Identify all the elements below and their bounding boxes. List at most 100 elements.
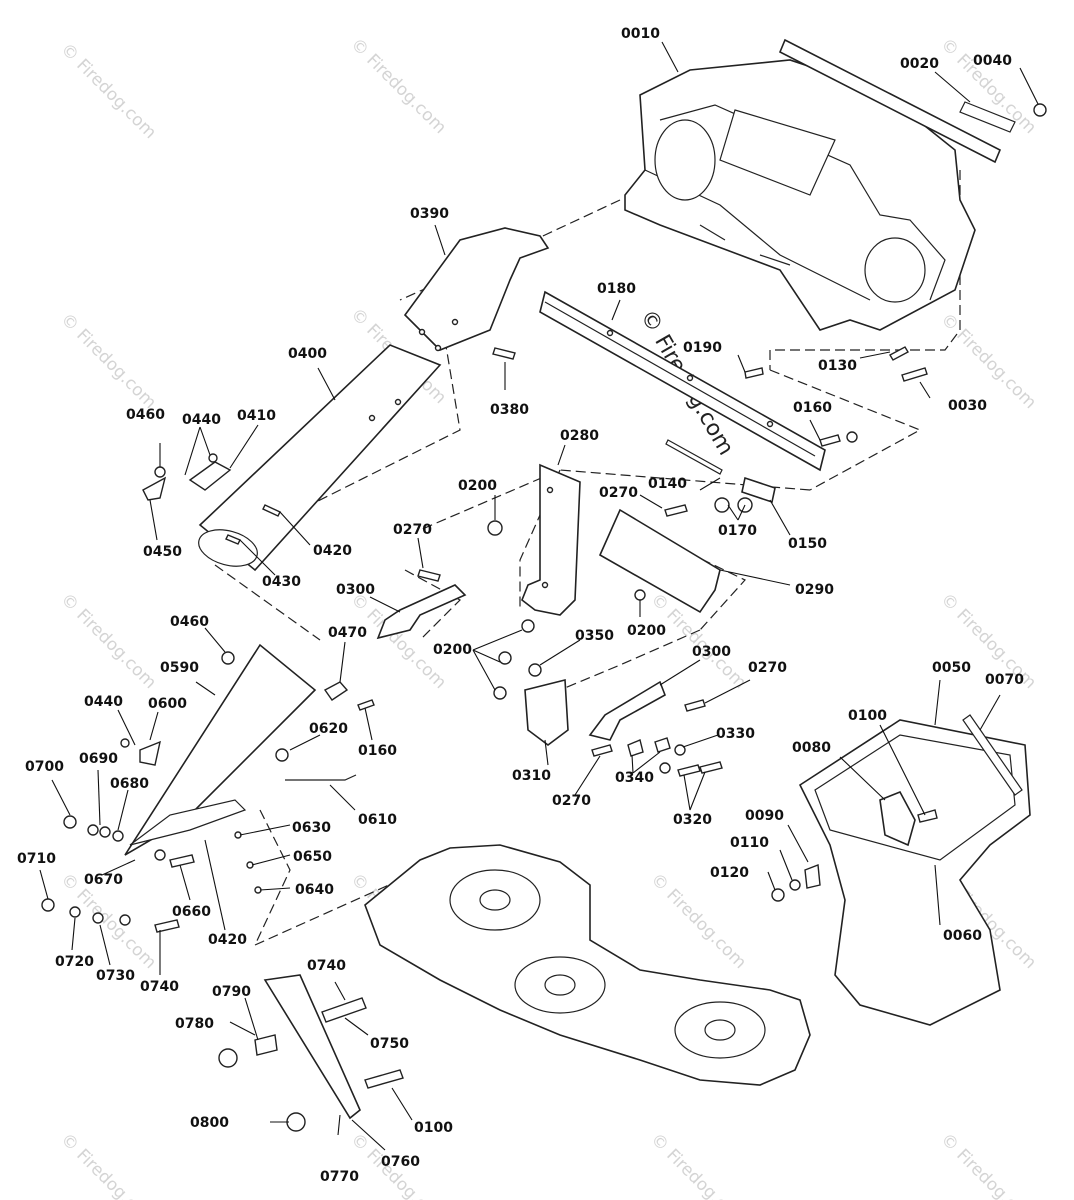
part-0400-chute-tube (198, 344, 442, 572)
mower-deck (364, 844, 811, 1086)
hardware-0710-0740 (41, 898, 180, 933)
label-0310: 0310 (512, 768, 551, 784)
label-0400: 0400 (288, 346, 327, 362)
label-0760: 0760 (381, 1154, 420, 1170)
part-0010-hopper-lid (624, 59, 976, 331)
label-0750: 0750 (370, 1036, 409, 1052)
watermark-text: © Firedog.com (646, 869, 750, 973)
label-0440-top: 0440 (182, 412, 221, 428)
watermark-text: © Firedog.com (346, 34, 450, 138)
hardware-0090-0120 (771, 809, 938, 902)
label-0460-top: 0460 (126, 407, 165, 423)
label-0200-mid: 0200 (627, 623, 666, 639)
label-0100-deck: 0100 (414, 1120, 453, 1136)
label-0110: 0110 (730, 835, 769, 851)
assembly-lines (214, 170, 961, 946)
hardware-0270-0350 (591, 699, 706, 757)
label-0180: 0180 (597, 281, 636, 297)
label-0790: 0790 (212, 984, 251, 1000)
label-0700: 0700 (25, 759, 64, 775)
label-0460-mid: 0460 (170, 614, 209, 630)
label-0730: 0730 (96, 968, 135, 984)
watermark-text: © Firedog.com (56, 309, 160, 413)
label-0010: 0010 (621, 26, 660, 42)
part-0290-bracket (598, 508, 721, 614)
leader-lines (39, 41, 1039, 1151)
label-0270-left: 0270 (393, 522, 432, 538)
label-0140: 0140 (648, 476, 687, 492)
label-0200-top: 0200 (458, 478, 497, 494)
label-0200-left: 0200 (433, 642, 472, 658)
label-0670: 0670 (84, 872, 123, 888)
hardware-0200-0270 (417, 504, 688, 700)
label-0710: 0710 (17, 851, 56, 867)
hardware-0440-0600 (120, 738, 161, 766)
hardware-0460-0470 (221, 651, 375, 711)
part-0280-bracket (521, 463, 581, 616)
part-0300-plate-right (588, 680, 666, 741)
label-0630: 0630 (292, 820, 331, 836)
hardware-0130-0030 (889, 346, 928, 382)
watermark-text: © Firedog.com (936, 1129, 1040, 1200)
label-0080: 0080 (792, 740, 831, 756)
watermark-text: © Firedog.com (56, 589, 160, 693)
label-0390: 0390 (410, 206, 449, 222)
label-0030: 0030 (948, 398, 987, 414)
part-0040-nut (1033, 103, 1047, 117)
part-0180-rear-bracket (539, 290, 826, 472)
part-0020-support-bracket (778, 38, 1016, 164)
label-0060: 0060 (943, 928, 982, 944)
label-0380: 0380 (490, 402, 529, 418)
label-0090: 0090 (745, 808, 784, 824)
label-0690: 0690 (79, 751, 118, 767)
label-0270-top: 0270 (599, 485, 638, 501)
label-0340: 0340 (615, 770, 654, 786)
label-0320: 0320 (673, 812, 712, 828)
label-0720: 0720 (55, 954, 94, 970)
label-0150: 0150 (788, 536, 827, 552)
label-0470: 0470 (328, 625, 367, 641)
hardware-0660-0700-washers (63, 815, 195, 868)
label-0770: 0770 (320, 1169, 359, 1185)
label-0070: 0070 (985, 672, 1024, 688)
hardware-0190-0160 (744, 367, 858, 447)
label-0040: 0040 (973, 53, 1012, 69)
label-0120: 0120 (710, 865, 749, 881)
hardware-0610-0620 (275, 748, 357, 781)
hardware-0380-bolt (492, 347, 516, 360)
label-0650: 0650 (293, 849, 332, 865)
part-0310-bracket (524, 678, 569, 746)
label-0270-right: 0270 (748, 660, 787, 676)
label-0160-mid: 0160 (358, 743, 397, 759)
part-0080-bracket (879, 790, 916, 847)
part-labels: 0010 0020 0030 0040 0050 0060 0070 0080 … (17, 26, 1024, 1185)
part-0390-chute (403, 227, 550, 352)
part-0590-lower-chute (124, 643, 317, 856)
hardware-0320-0340 (627, 737, 723, 777)
hardware-0630-0650-0640 (234, 831, 262, 894)
watermark-text: © Firedog.com (646, 1129, 750, 1200)
label-0590: 0590 (160, 660, 199, 676)
hardware-0740-0800 (218, 997, 404, 1132)
label-0280: 0280 (560, 428, 599, 444)
label-0330: 0330 (716, 726, 755, 742)
label-0020: 0020 (900, 56, 939, 72)
label-0780: 0780 (175, 1016, 214, 1032)
label-0190: 0190 (683, 340, 722, 356)
watermark-text: © Firedog.com (56, 39, 160, 143)
label-0420-bottom: 0420 (208, 932, 247, 948)
watermark-text: © Firedog.com (56, 1129, 160, 1200)
label-0050: 0050 (932, 660, 971, 676)
label-0800: 0800 (190, 1115, 229, 1131)
label-0680: 0680 (110, 776, 149, 792)
part-0140-rod (665, 439, 723, 475)
label-0620: 0620 (309, 721, 348, 737)
label-0270-bottom: 0270 (552, 793, 591, 809)
part-0050-collector-bag (798, 719, 1031, 1026)
hardware-0170-nuts (714, 497, 753, 513)
part-0300-plate-left (376, 584, 467, 640)
label-0740-left: 0740 (140, 979, 179, 995)
label-0430: 0430 (262, 574, 301, 590)
label-0300-right: 0300 (692, 644, 731, 660)
